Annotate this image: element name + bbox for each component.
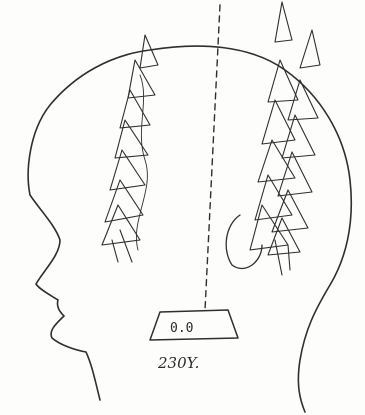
device-box [150, 310, 238, 340]
center-dashed-line [205, 5, 220, 310]
right-flame-column [250, 2, 320, 275]
handwritten-note: 230Y. [157, 354, 199, 372]
device-display: 0.0 [170, 321, 193, 336]
left-flame-column [102, 35, 158, 262]
